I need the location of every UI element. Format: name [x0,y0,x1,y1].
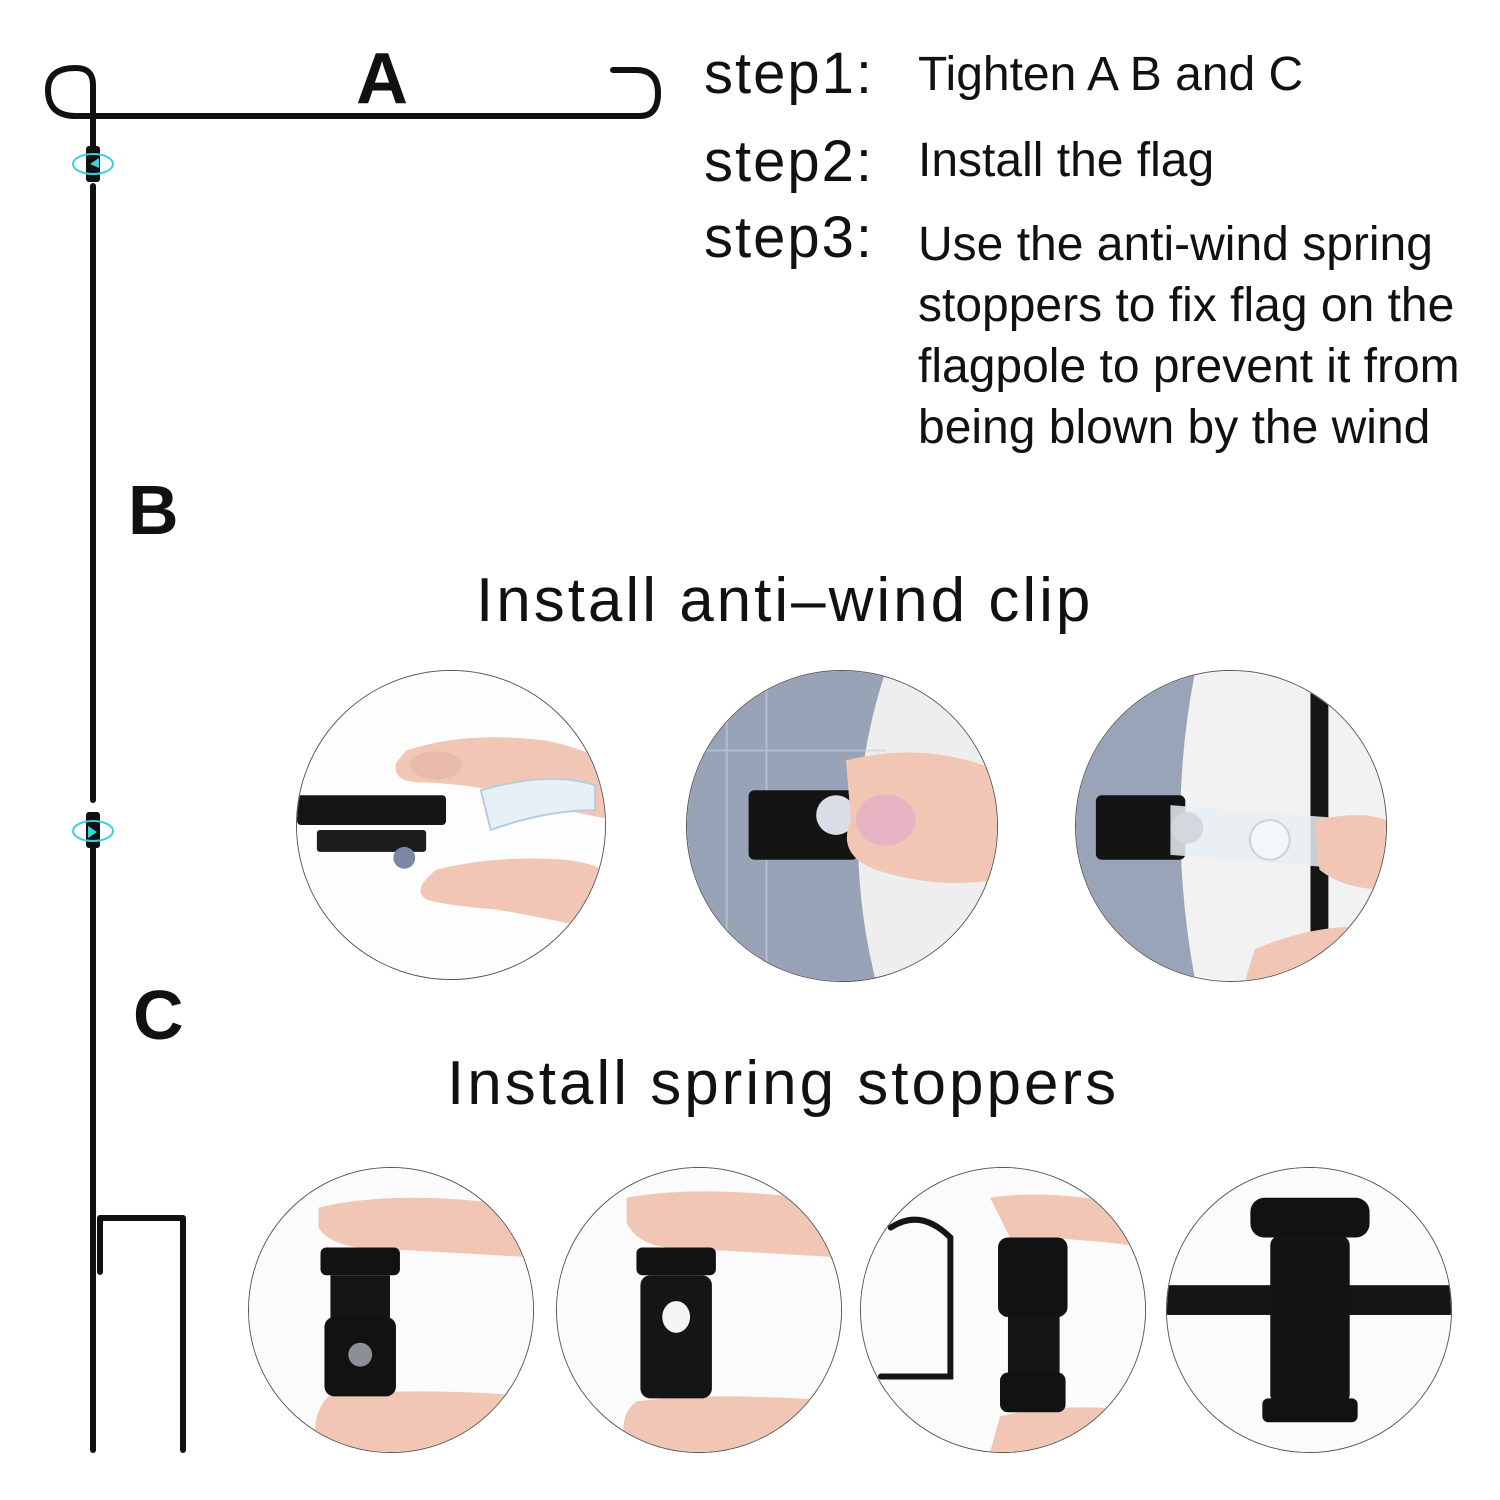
joint-lower [72,812,114,848]
clip-section-title: Install anti–wind clip [476,566,1094,635]
stopper-photo-3 [860,1167,1146,1453]
stopper-photo-4 [1166,1167,1452,1453]
part-label-a: A [356,39,408,119]
part-label-c: C [133,976,184,1054]
part-label-b: B [128,471,179,549]
step1-text: Tighten A B and C [918,48,1304,101]
joint-upper [72,146,114,182]
pole-part-a [45,65,661,153]
clip-photo-1 [296,670,606,980]
stopper-photo-1 [248,1167,534,1453]
stopper-section-title: Install spring stoppers [447,1049,1120,1118]
step3-label: step3: [704,205,874,270]
clip-photo-3 [1075,670,1387,982]
step2-text: Install the flag [918,134,1215,187]
clip-photo-2 [686,670,998,982]
ground-stake [97,1215,186,1453]
step1-label: step1: [704,41,874,106]
step2-label: step2: [704,129,874,194]
step3-text: Use the anti-wind spring stoppers to fix… [918,218,1460,454]
stopper-photo-2 [556,1167,842,1453]
